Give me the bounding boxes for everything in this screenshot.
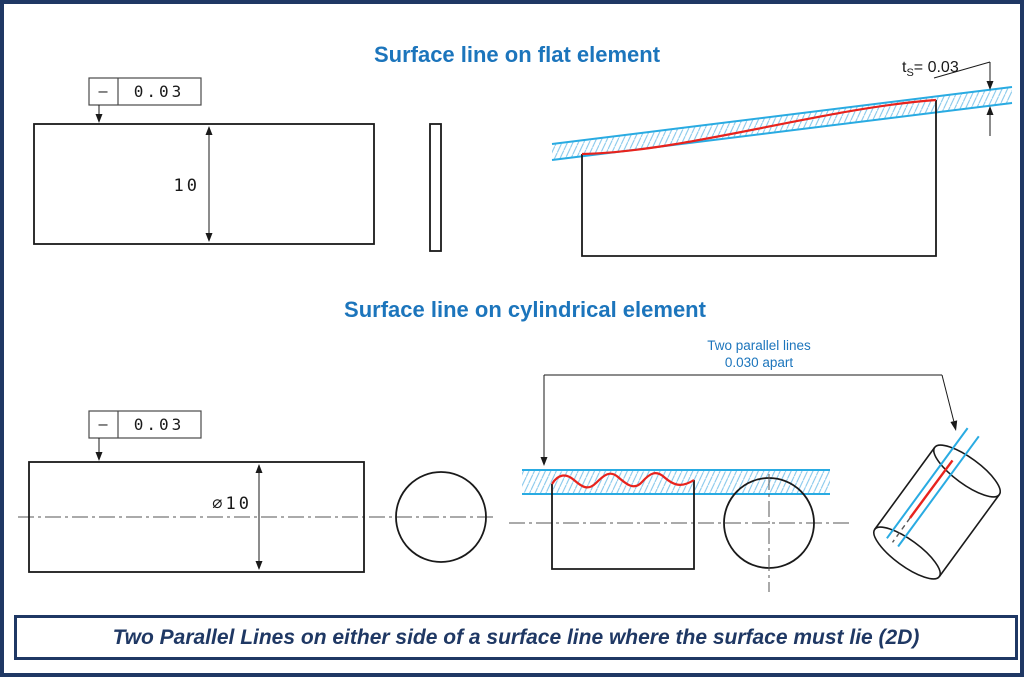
dimension-arrow-down — [205, 233, 213, 242]
straightness-symbol: — — [98, 82, 108, 100]
actual-surface-line — [581, 98, 937, 156]
flat-part-side-view — [429, 123, 442, 252]
height-dimension-text: 10 — [174, 176, 200, 196]
cylinder3d-side-right — [938, 494, 1000, 578]
zone3d-line-left — [886, 427, 969, 539]
fcf-frame — [88, 410, 202, 439]
dimension-arrow-up — [205, 126, 213, 135]
cyl-feature-control-frame: — 0.03 — [88, 410, 202, 461]
cyl-section-title: Surface line on cylindrical element — [344, 297, 707, 322]
dimension-arrow-up — [255, 464, 263, 473]
flat-feature-control-frame: — 0.03 — [88, 77, 202, 123]
fcf-frame — [88, 77, 202, 106]
fcf-leader-arrow — [95, 114, 103, 123]
cylinder-outline — [28, 461, 365, 573]
flat-section-title: Surface line on flat element — [374, 42, 661, 67]
cylinder-end-view-circle — [395, 471, 487, 563]
zone-upper-line — [551, 86, 1013, 145]
diagram-svg: Surface line on flat element — 0.03 10 — [18, 42, 1013, 592]
zone3d-line-right — [897, 435, 980, 548]
caption-box: Two Parallel Lines on either side of a s… — [14, 615, 1018, 660]
cylinder3d-side-left — [874, 446, 936, 530]
flat-tolerance-zone: tS= 0.03 — [551, 59, 1013, 257]
flat-part-zone-outline — [581, 100, 937, 257]
note-leader-left-arrow — [540, 457, 548, 466]
fcf-leader-arrow — [95, 452, 103, 461]
caption-text: Two Parallel Lines on either side of a s… — [112, 625, 920, 649]
note-leader-right — [941, 374, 955, 422]
flat-height-dimension: 10 — [174, 126, 213, 242]
diameter-dimension-text: ⌀10 — [212, 494, 252, 514]
cylinder3d-near-end — [873, 526, 941, 580]
zone-note: Two parallel lines 0.030 apart — [540, 338, 958, 466]
zone-note-line2: 0.030 apart — [725, 355, 794, 370]
flat-section: Surface line on flat element — 0.03 10 — [33, 42, 1013, 257]
cylinder3d-far-end-face — [933, 444, 1001, 498]
fcf-tolerance-value: 0.03 — [134, 82, 185, 101]
zone-width-arrow-up — [986, 106, 994, 115]
cylindrical-section: Surface line on cylindrical element — 0.… — [18, 297, 1001, 592]
note-leader-right-arrow — [950, 420, 958, 431]
flat-part-outline — [33, 123, 375, 245]
zone-part-outline — [551, 480, 695, 570]
zone-width-leader — [933, 61, 991, 79]
dimension-arrow-down — [255, 561, 263, 570]
cyl-tolerance-zone-2d — [509, 469, 852, 592]
actual-surface-wavy-line — [551, 472, 695, 489]
zone-hatch — [522, 470, 830, 494]
zone-note-line1: Two parallel lines — [707, 338, 811, 353]
zone-width-label: tS= 0.03 — [902, 59, 959, 79]
cyl-diameter-dimension: ⌀10 — [212, 464, 263, 570]
zone-width-arrow-down — [986, 81, 994, 90]
fcf-tolerance-value: 0.03 — [134, 415, 185, 434]
cyl-tolerance-zone-3d — [873, 427, 1001, 580]
surface-line-3d — [909, 459, 954, 519]
straightness-symbol: — — [98, 415, 108, 433]
